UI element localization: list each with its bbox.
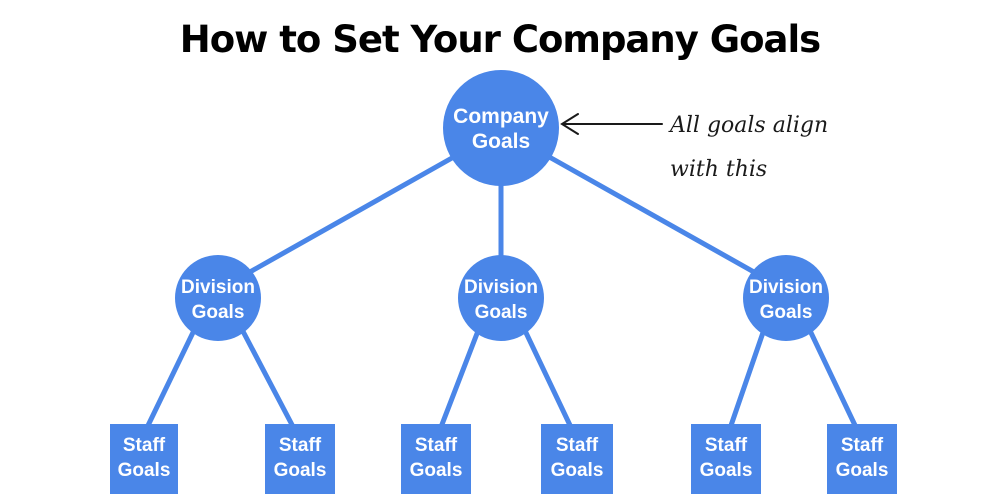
staff-goals-node-6: Staff Goals [827, 424, 897, 494]
staff-5-label-line1: Staff [705, 435, 748, 456]
staff-goals-node-4: Staff Goals [541, 424, 613, 494]
annotation-arrow-head [560, 113, 579, 135]
edge-division-2-staff-4 [516, 315, 580, 443]
staff-1-label-line2: Goals [118, 460, 171, 481]
company-goals-node: Company Goals [443, 70, 559, 186]
company-node-label-line1: Company [453, 105, 549, 128]
edge-company-division-3 [525, 142, 789, 293]
division-1-label-line1: Division [181, 277, 255, 298]
staff-4-label-line2: Goals [551, 460, 604, 481]
company-node-label-line2: Goals [472, 130, 530, 153]
staff-5-label-line2: Goals [700, 460, 753, 481]
annotation-line1: All goals align [668, 113, 828, 138]
annotation-arrow [560, 113, 663, 135]
edge-division-3-staff-5 [723, 315, 771, 443]
division-3-label-line2: Goals [760, 302, 813, 323]
division-2-label-line1: Division [464, 277, 538, 298]
division-goals-node-1: Division Goals [175, 255, 261, 341]
staff-3-label-line1: Staff [415, 435, 458, 456]
edge-division-2-staff-3 [433, 315, 486, 443]
edge-company-division-1 [215, 142, 478, 293]
edge-division-1-staff-2 [233, 315, 303, 443]
annotation-line2: with this [670, 157, 767, 182]
edge-division-3-staff-6 [801, 315, 865, 443]
staff-2-label-line1: Staff [279, 435, 322, 456]
staff-goals-node-2: Staff Goals [265, 424, 335, 494]
edge-division-1-staff-1 [138, 315, 203, 443]
staff-4-label-line1: Staff [556, 435, 599, 456]
staff-1-label-line1: Staff [123, 435, 166, 456]
staff-6-label-line2: Goals [836, 460, 889, 481]
staff-goals-node-5: Staff Goals [691, 424, 761, 494]
page-title: How to Set Your Company Goals [180, 18, 820, 61]
division-3-label-line1: Division [749, 277, 823, 298]
staff-goals-node-1: Staff Goals [110, 424, 178, 494]
division-2-label-line2: Goals [475, 302, 528, 323]
division-goals-node-2: Division Goals [458, 255, 544, 341]
staff-3-label-line2: Goals [410, 460, 463, 481]
staff-6-label-line1: Staff [841, 435, 884, 456]
staff-2-label-line2: Goals [274, 460, 327, 481]
division-goals-node-3: Division Goals [743, 255, 829, 341]
staff-goals-node-3: Staff Goals [401, 424, 471, 494]
division-1-label-line2: Goals [192, 302, 245, 323]
